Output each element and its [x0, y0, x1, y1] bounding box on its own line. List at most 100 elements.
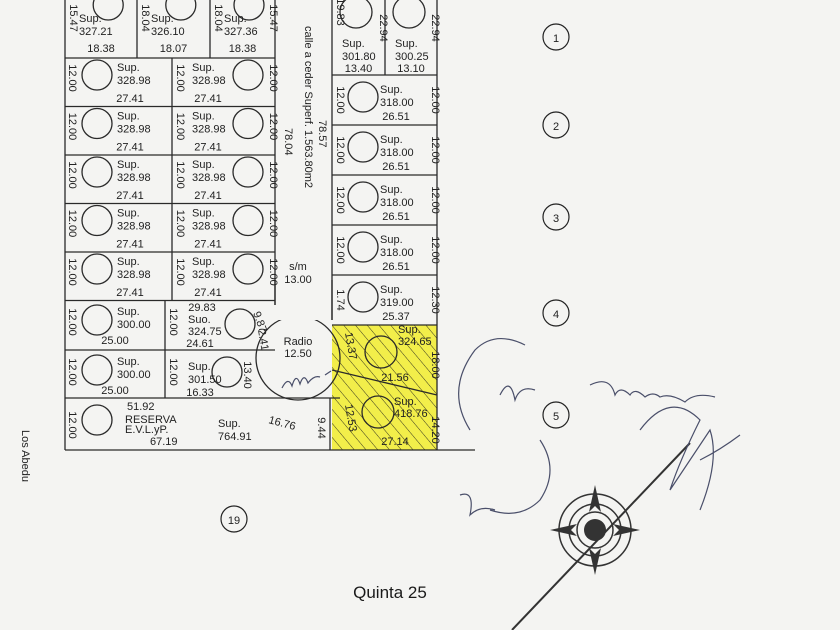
lot-area: 328.98: [192, 124, 226, 136]
lot-marker-circle: [211, 356, 243, 388]
compass-center: [584, 519, 606, 541]
side-dimension: 12.00: [66, 64, 78, 92]
lot-area: 318.00: [380, 147, 414, 159]
lot-area: 327.36: [224, 26, 258, 38]
side-dimension: 12.00: [66, 308, 78, 336]
side-dimension: 12.00: [174, 210, 186, 238]
lot-area: 300.00: [117, 319, 151, 331]
sup-label: Sup.: [380, 134, 403, 146]
front-dimension: 27.41: [116, 287, 144, 299]
sup-label: Sup.: [380, 234, 403, 246]
side-dimension: 12.00: [334, 186, 346, 214]
sup-label: Sup.: [117, 356, 140, 368]
lot-area: 328.98: [192, 269, 226, 281]
compass-rose-icon: [550, 485, 640, 575]
front-dimension: 18.07: [160, 43, 188, 55]
marker-circle: [542, 299, 570, 327]
side-dimension: 18.04: [139, 4, 151, 32]
side-dimension: 12.00: [174, 258, 186, 286]
signature-2: [589, 381, 741, 511]
lot-marker-circle: [81, 107, 113, 140]
lot-marker-circle: [92, 0, 124, 21]
front-dimension: 27.41: [194, 190, 222, 202]
marker-number: 4: [553, 309, 559, 321]
side-dimension: 12.00: [334, 86, 346, 114]
side-dimension: 12.00: [66, 411, 78, 439]
lot-marker-circle: [232, 204, 264, 237]
marker-number: 2: [553, 121, 559, 133]
sup-label: Sup.: [342, 38, 365, 50]
sup-label: Sup.: [224, 13, 247, 25]
side-dimension: 12.00: [66, 258, 78, 286]
side-dimension: 22.94: [429, 14, 441, 42]
side-dimension: 12.00: [167, 308, 179, 336]
street-name: calle a ceder Superf. 1.563.80m2: [302, 26, 314, 188]
sup-label: Sup.: [380, 284, 403, 296]
handwritten-mark: [281, 370, 332, 389]
street-right-length: 78.57: [316, 120, 328, 148]
highlighted-lots-area: [332, 325, 437, 450]
lot-marker-circle: [224, 308, 256, 340]
sup-label: Sup.: [151, 13, 174, 25]
marker-number: 1: [553, 33, 559, 45]
side-dimension: 9.44: [315, 417, 327, 438]
side-dimension: 12.00: [267, 113, 279, 141]
lot-area: 328.98: [117, 269, 151, 281]
side-dimension: 12.00: [429, 236, 441, 264]
sup-label: Sup.: [192, 62, 215, 74]
lot-lines: [64, 0, 475, 451]
lot-marker-circle: [232, 253, 264, 285]
lot-area: 328.98: [192, 172, 226, 184]
side-dimension: 12.00: [174, 64, 186, 92]
side-dimension: 14.20: [429, 416, 441, 444]
block-circle: [220, 505, 248, 533]
side-dimension: 15.47: [67, 4, 79, 32]
reserve-sub: E.V.L.yP.: [125, 424, 168, 436]
side-dimension: 12.00: [267, 210, 279, 238]
side-dimension: 12.53: [342, 403, 359, 432]
top-dimension: 51.92: [127, 401, 155, 413]
marker-circle: [542, 111, 570, 139]
lot-marker-circle: [232, 107, 264, 140]
lot-marker-circle: [232, 156, 264, 188]
lot-marker-circle: [81, 304, 113, 336]
sup-label: Sup.: [192, 208, 215, 220]
side-dimension: 12.00: [334, 236, 346, 264]
lot-marker-circle: [81, 59, 113, 91]
sup-label: Sup.: [380, 184, 403, 196]
lot-area: 319.00: [380, 297, 414, 309]
lot-marker-circle: [347, 181, 379, 213]
lot-area: 328.98: [117, 124, 151, 136]
quinta-label: Quinta 25: [353, 583, 427, 602]
front-dimension: 26.51: [382, 261, 410, 273]
sup-label: Sup.: [192, 111, 215, 123]
lot-marker-circle: [347, 131, 379, 163]
lot-area: 324.75: [188, 326, 222, 338]
front-dimension: 25.37: [382, 311, 410, 323]
marker-number: 5: [553, 411, 559, 423]
front-dimension: 27.41: [194, 287, 222, 299]
front-dimension: 26.51: [382, 161, 410, 173]
sup-label: Sup.: [117, 208, 140, 220]
lot-area: 328.98: [117, 172, 151, 184]
side-dimension: 12.00: [429, 186, 441, 214]
street-width-label: s/m: [289, 261, 307, 273]
lot-marker-circle: [364, 335, 398, 369]
marker-circle: [542, 23, 570, 51]
street-width: 13.00: [284, 274, 312, 286]
side-dimension: 22.94: [377, 14, 389, 42]
front-dimension: 27.41: [116, 142, 144, 154]
front-dimension: 26.51: [382, 211, 410, 223]
lot-area: 328.98: [192, 221, 226, 233]
side-dimension: 19.83: [334, 0, 346, 26]
front-dimension: 21.56: [381, 372, 409, 384]
lot-marker-circle: [81, 354, 113, 386]
front-dimension: 16.33: [186, 387, 214, 399]
radius-value: 12.50: [284, 348, 312, 360]
side-dimension: 12.00: [267, 161, 279, 189]
boundary-line: [331, 369, 438, 396]
sup-label: Sup.: [380, 84, 403, 96]
lot-area: 301.50: [188, 374, 222, 386]
